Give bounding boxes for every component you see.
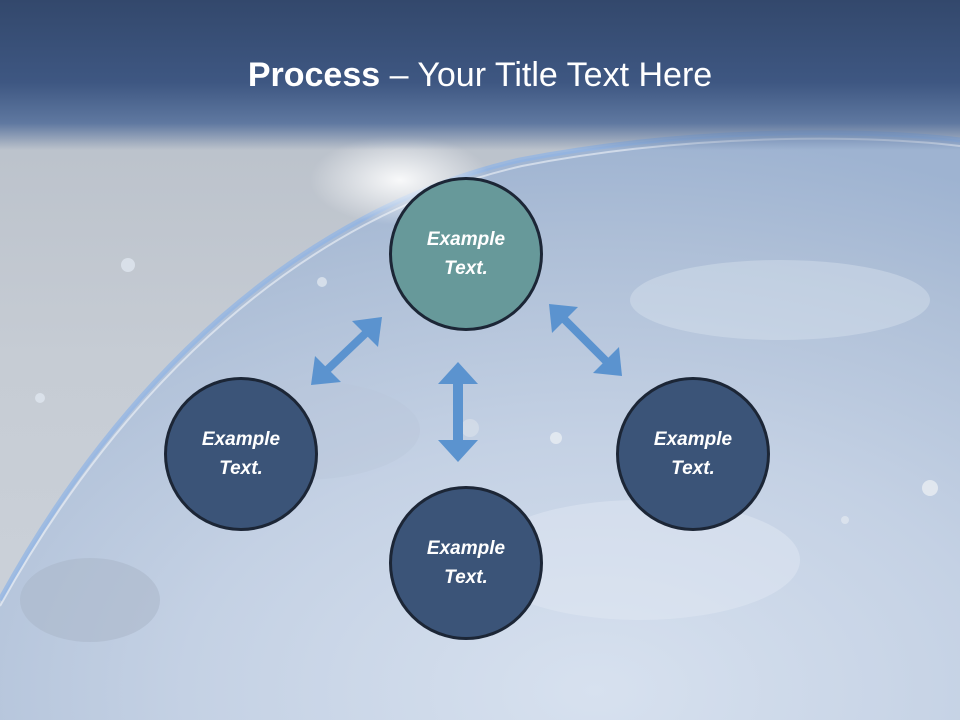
- double-arrow-top-right: [549, 304, 622, 376]
- process-node-right: Example Text.: [616, 377, 770, 531]
- title-rest-text: – Your Title Text Here: [380, 56, 713, 94]
- node-label: Example Text.: [653, 429, 733, 479]
- process-node-left: Example Text.: [164, 377, 318, 531]
- node-label: Example Text.: [426, 229, 506, 279]
- process-node-top: Example Text.: [389, 177, 543, 331]
- double-arrow-vertical: [438, 362, 478, 462]
- process-node-bottom: Example Text.: [389, 486, 543, 640]
- node-label: Example Text.: [426, 538, 506, 588]
- title-band: [0, 0, 960, 150]
- double-arrow-top-left: [311, 317, 382, 385]
- slide-title: Process – Your Title Text Here: [0, 50, 960, 100]
- title-bold-text: Process: [247, 56, 381, 94]
- node-label: Example Text.: [201, 429, 281, 479]
